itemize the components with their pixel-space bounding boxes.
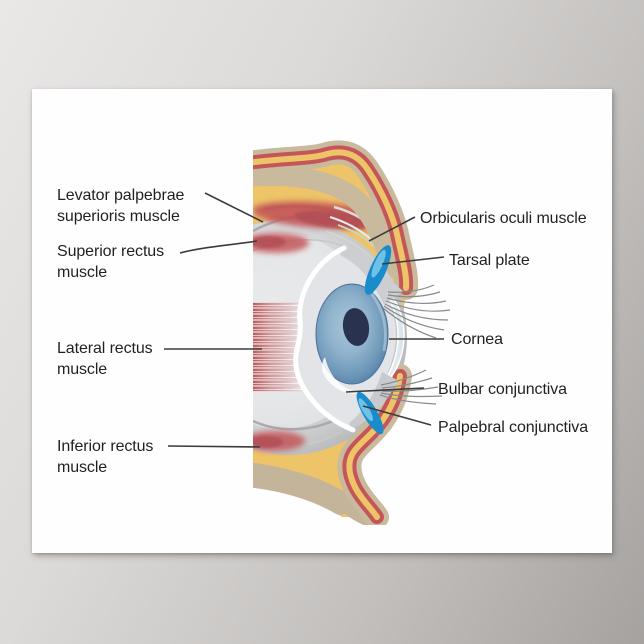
label-orbicularis-oculi-muscle: Orbicularis oculi muscle (420, 210, 587, 227)
upper-eyelid (253, 140, 419, 300)
pupil (342, 308, 370, 346)
levator-muscle-core (294, 210, 374, 230)
bottom-skin-edge (253, 471, 348, 515)
lower-tarsal-plate (356, 391, 384, 435)
iris-highlight (321, 357, 362, 394)
leader-superior-rectus (179, 240, 258, 254)
lower-eyelashes (379, 369, 443, 405)
muscle-striation (267, 216, 371, 234)
leader-orbicularis (368, 216, 416, 242)
cross-section (253, 140, 451, 525)
eye-anatomy-diagram (164, 140, 451, 525)
inferior-rectus-core (253, 436, 283, 448)
conjunctival-sac-outline (293, 245, 356, 433)
superior-rectus-core (253, 236, 286, 248)
eye-anatomy-poster: Levator palpebrae superioris muscle Supe… (32, 89, 612, 553)
label-palpebral-conjunctiva: Palpebral conjunctiva (438, 419, 588, 436)
upper-eyelashes (382, 284, 451, 339)
iris-reflection (370, 293, 387, 352)
leader-levator (204, 192, 264, 223)
leader-bulbar (345, 387, 425, 393)
label-lateral-rectus-muscle: Lateral rectus muscle (57, 340, 153, 378)
lower-eyelid (337, 364, 412, 525)
label-inferior-rectus-muscle: Inferior rectus muscle (57, 438, 154, 476)
leader-inferior-rectus (167, 445, 261, 448)
label-cornea: Cornea (451, 331, 503, 348)
leader-lines (164, 192, 445, 448)
lower-lid-inner-surface (349, 372, 399, 429)
label-tarsal-plate: Tarsal plate (449, 252, 530, 269)
label-levator-palpebrae-superioris-muscle: Levator palpebrae superioris muscle (57, 187, 185, 225)
label-bulbar-conjunctiva: Bulbar conjunctiva (438, 381, 567, 398)
upper-tarsal-plate (364, 245, 392, 295)
leader-palpebral (362, 405, 432, 426)
label-superior-rectus-muscle: Superior rectus muscle (57, 243, 164, 281)
leader-tarsal (381, 256, 445, 265)
